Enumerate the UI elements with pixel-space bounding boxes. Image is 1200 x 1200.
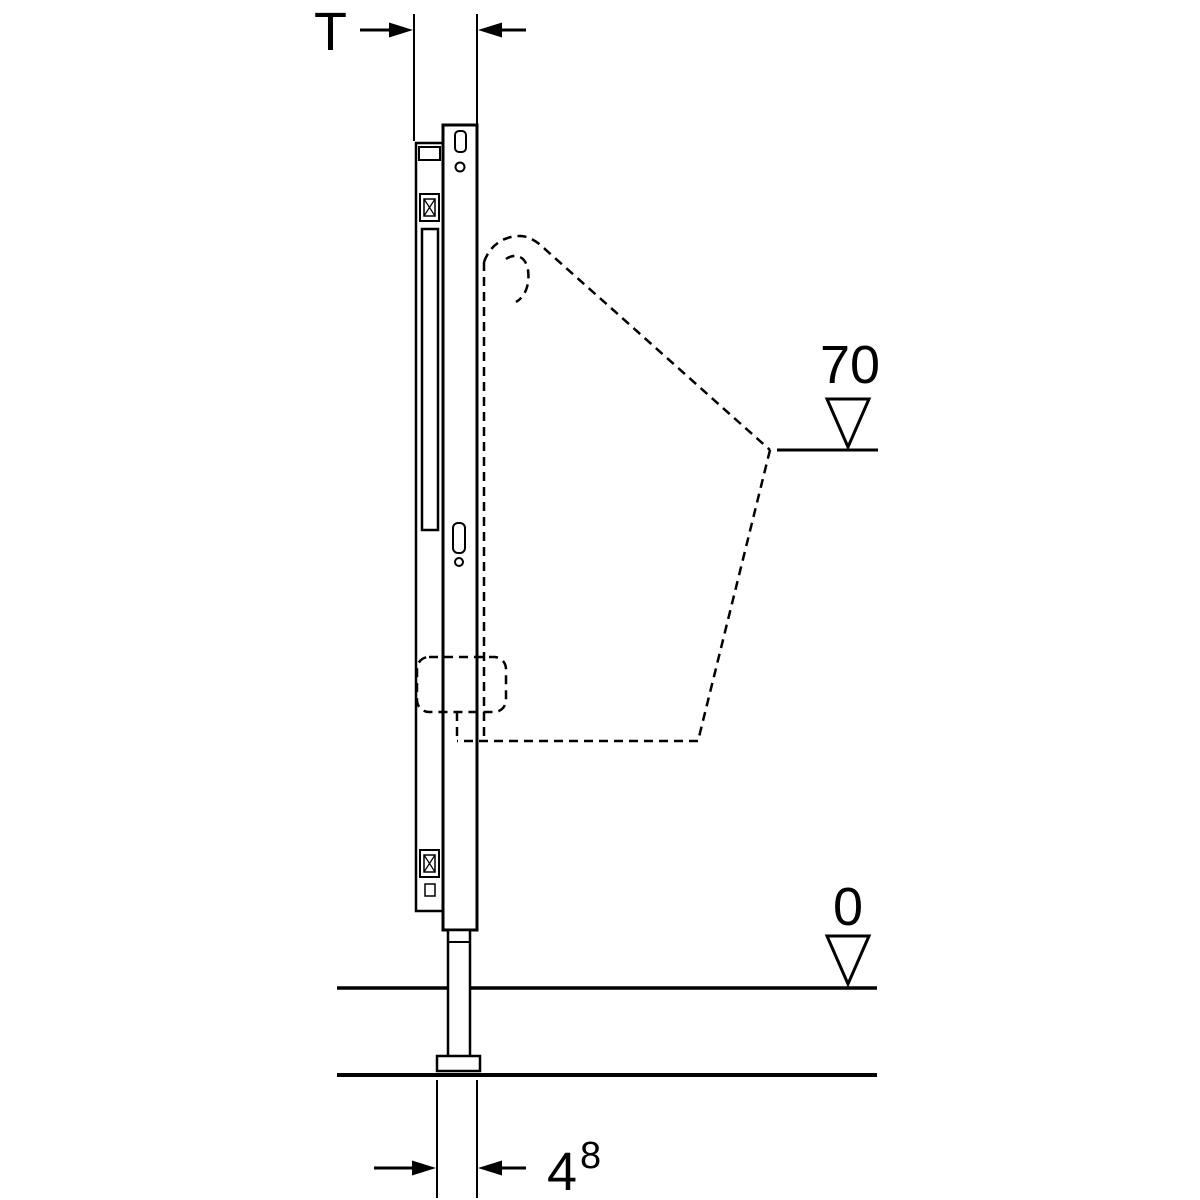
- bottom-arrow-right-icon: [412, 1160, 436, 1176]
- urinal-trap-outline: [415, 655, 508, 714]
- frame-front-rail: [441, 123, 479, 932]
- bottom-dim-label: 48: [547, 1135, 601, 1200]
- bottom-dim-superscript: 8: [580, 1135, 601, 1177]
- bottom-clamp-inner: [423, 854, 436, 873]
- level-70-label: 70: [820, 335, 880, 395]
- frame-channel: [420, 227, 440, 532]
- zero-triangle-icon: [824, 934, 872, 988]
- top-bracket: [418, 146, 441, 161]
- top-clamp-hatch-2: [423, 198, 436, 217]
- bottom-clamp-body: [419, 849, 440, 878]
- arrow-right-icon: [389, 22, 413, 38]
- mounting-frame: [414, 123, 479, 932]
- top-screw-hole: [454, 161, 466, 173]
- level-marker-0: 0: [824, 877, 872, 988]
- level-marker-70: 70: [777, 335, 880, 452]
- foot-plate: [435, 1054, 482, 1073]
- top-depth-dimension: T: [314, 2, 526, 141]
- level-triangle-icon: [824, 397, 872, 451]
- bottom-bracket: [424, 883, 436, 897]
- mid-screw-hole: [454, 557, 464, 567]
- top-clamp-body: [419, 193, 440, 222]
- leg-tube: [446, 928, 472, 1060]
- bottom-dimension: 48: [374, 1080, 601, 1200]
- top-fastening-slot: [454, 130, 467, 153]
- bottom-dim-value: 4: [547, 1142, 577, 1200]
- top-pipe-clamp: [419, 193, 440, 222]
- urinal-front-edge: [696, 449, 772, 742]
- level-0-label: 0: [833, 877, 863, 937]
- depth-label: T: [314, 2, 347, 62]
- urinal-rim-inner-edge: [505, 254, 530, 304]
- bottom-clamp-hatch-2: [423, 854, 436, 873]
- urinal-top-edge: [482, 234, 771, 451]
- mid-fastening-slot: [452, 522, 466, 554]
- urinal-dashed-outline: [415, 234, 772, 743]
- frame-leg: [435, 928, 482, 1073]
- bottom-pipe-clamp: [419, 849, 440, 878]
- bottom-arrow-left-icon: [478, 1160, 502, 1176]
- arrow-left-icon: [478, 22, 502, 38]
- top-clamp-inner: [423, 198, 436, 217]
